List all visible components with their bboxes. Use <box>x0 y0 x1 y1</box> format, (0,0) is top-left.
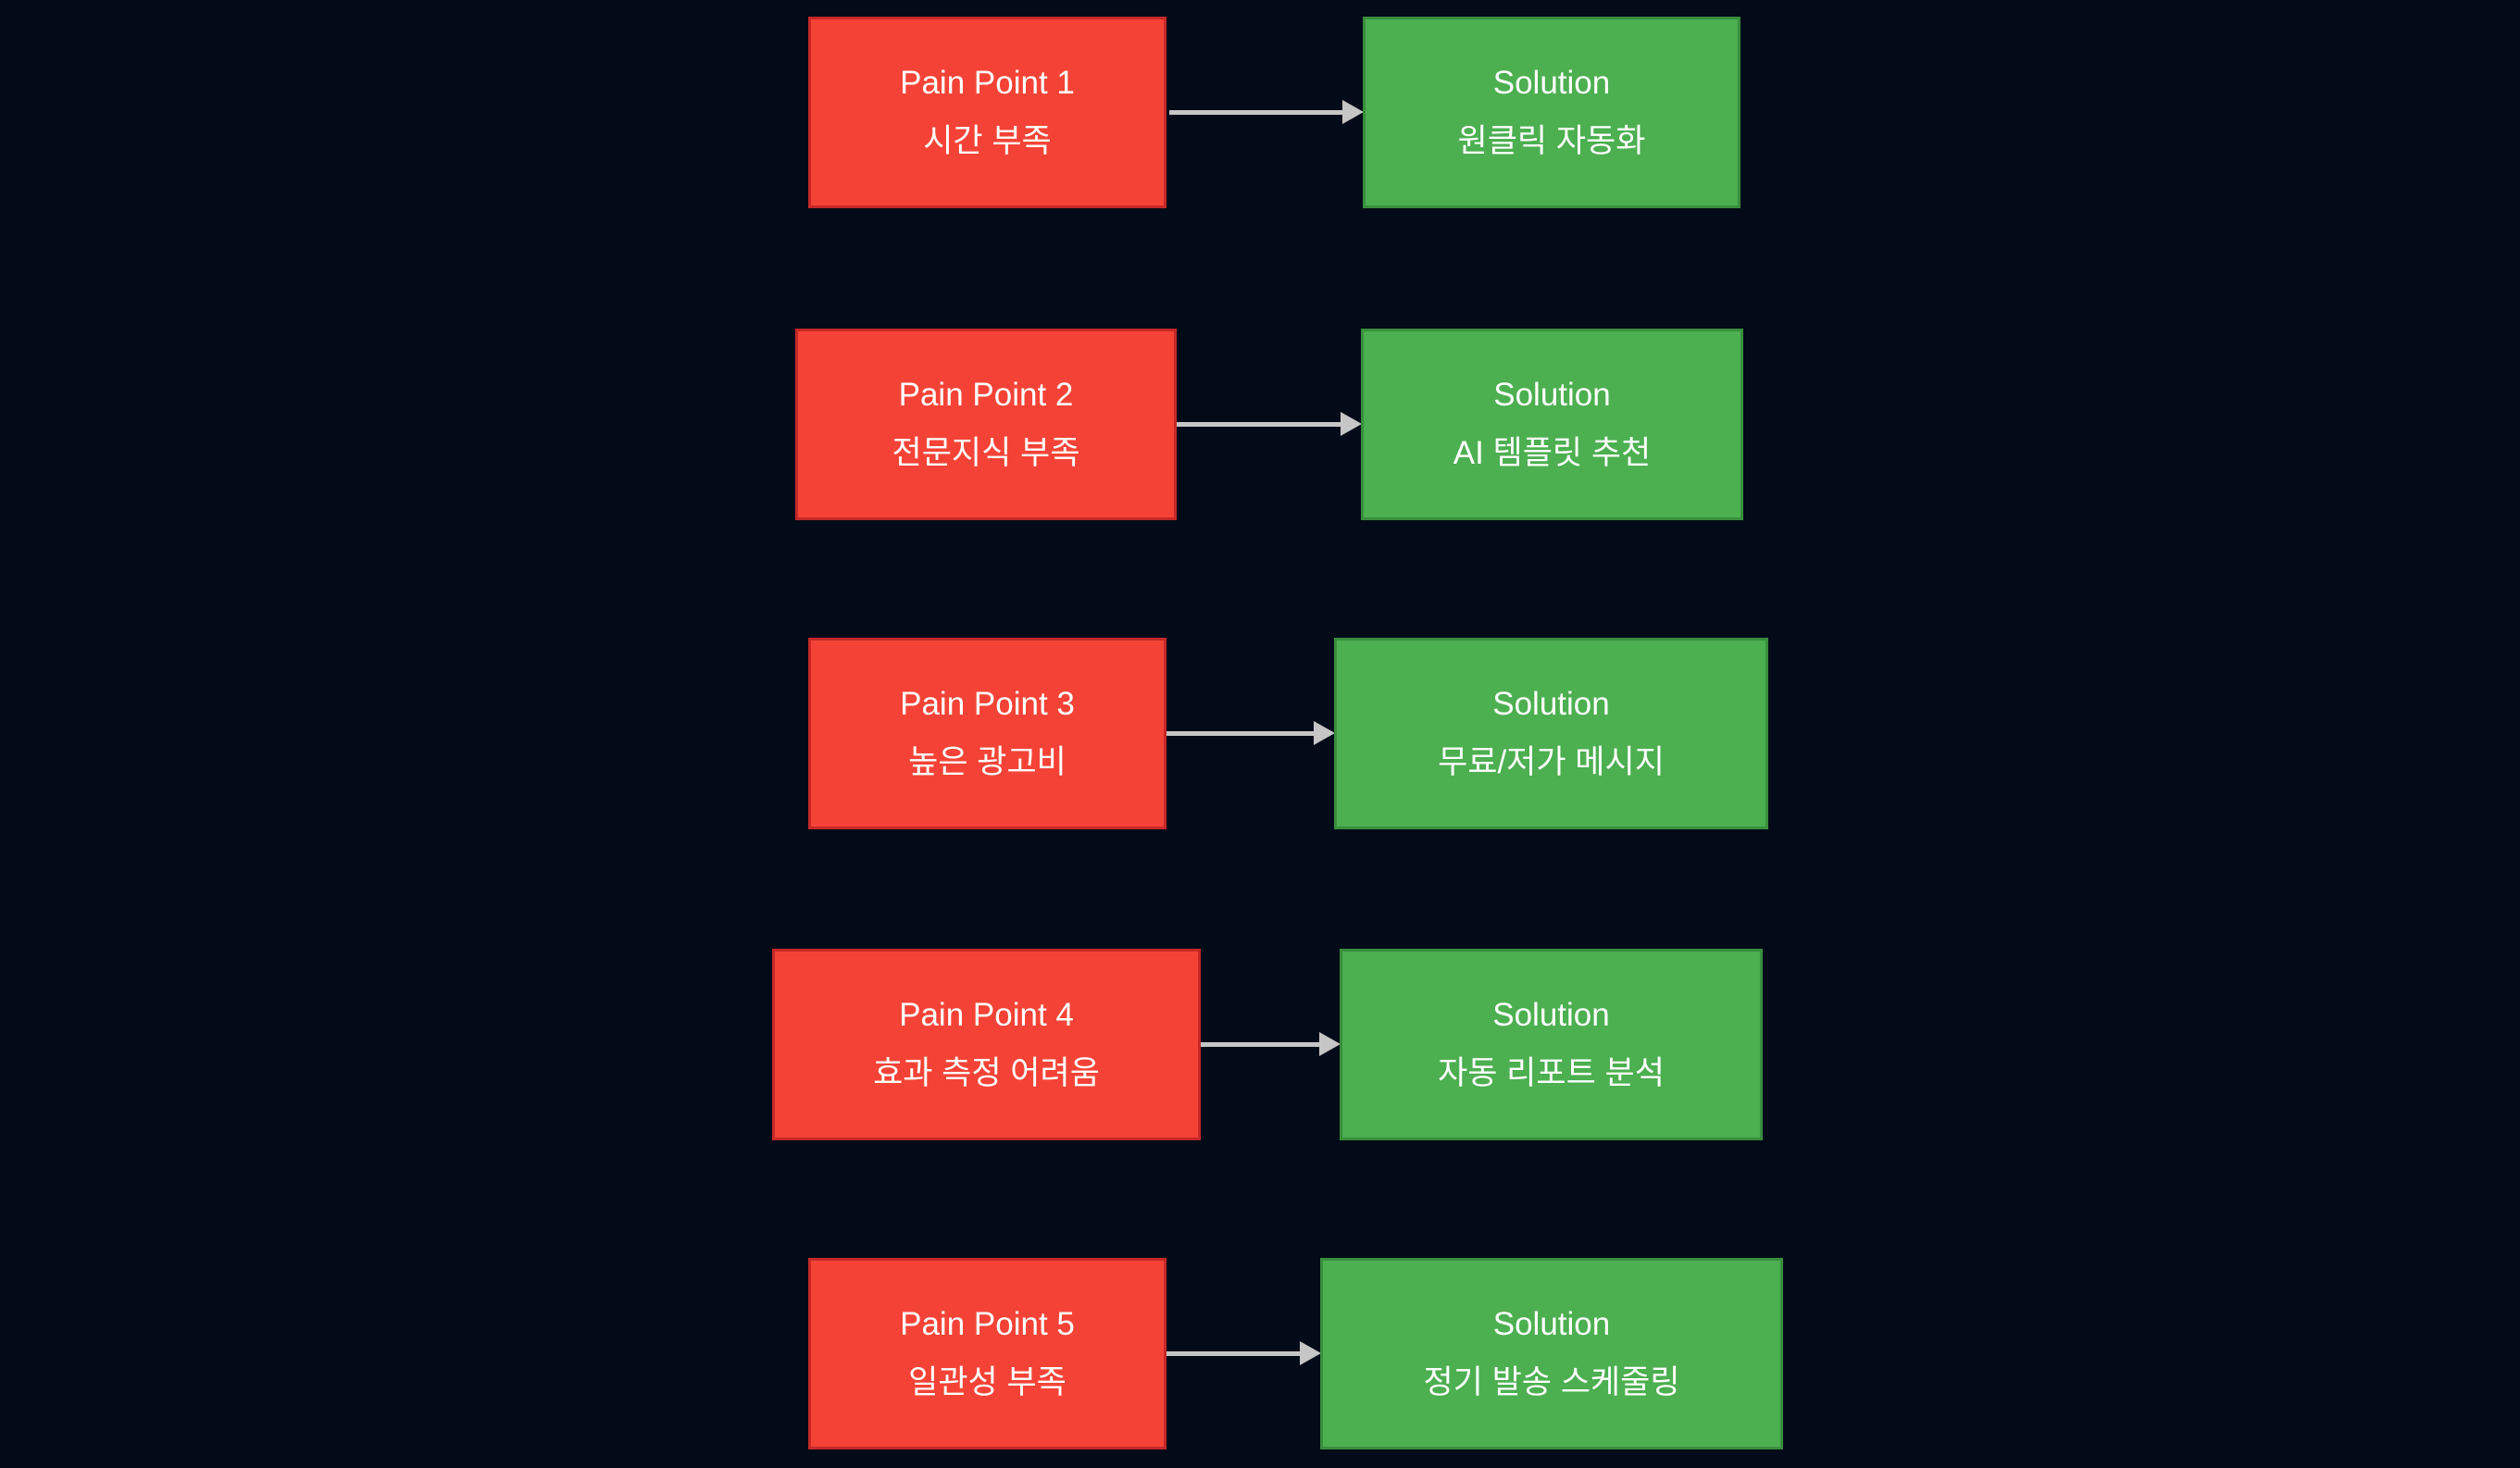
arrow-connector <box>1177 412 1362 436</box>
arrow-connector <box>1201 1032 1341 1056</box>
solution-title: Solution <box>1492 686 1610 722</box>
pain-point-title: Pain Point 4 <box>899 997 1074 1033</box>
solution-1-box: Solution 원클릭 자동화 <box>1363 17 1740 208</box>
arrow-head-icon <box>1342 100 1364 124</box>
solution-subtitle: AI 템플릿 추천 <box>1453 434 1652 471</box>
arrow-head-icon <box>1300 1341 1321 1365</box>
pain-point-5-box: Pain Point 5 일관성 부족 <box>808 1258 1166 1449</box>
pain-point-title: Pain Point 2 <box>898 377 1074 413</box>
pain-point-title: Pain Point 3 <box>900 686 1075 722</box>
pain-point-1-box: Pain Point 1 시간 부족 <box>808 17 1166 208</box>
solution-subtitle: 원클릭 자동화 <box>1457 122 1646 159</box>
pain-point-subtitle: 효과 측정 어려움 <box>873 1054 1100 1091</box>
pain-point-title: Pain Point 5 <box>900 1306 1075 1342</box>
solution-title: Solution <box>1492 997 1610 1033</box>
pain-point-2-box: Pain Point 2 전문지식 부족 <box>795 329 1177 520</box>
solution-2-box: Solution AI 템플릿 추천 <box>1361 329 1743 520</box>
solution-title: Solution <box>1492 1306 1611 1342</box>
solution-5-box: Solution 정기 발송 스케줄링 <box>1320 1258 1783 1449</box>
arrow-connector <box>1166 1341 1321 1365</box>
solution-4-box: Solution 자동 리포트 분석 <box>1340 949 1763 1140</box>
pain-point-subtitle: 시간 부족 <box>923 122 1052 159</box>
solution-title: Solution <box>1492 65 1611 101</box>
arrow-head-icon <box>1341 412 1362 436</box>
solution-3-box: Solution 무료/저가 메시지 <box>1334 638 1768 829</box>
pain-point-3-box: Pain Point 3 높은 광고비 <box>808 638 1166 829</box>
pain-point-subtitle: 일관성 부족 <box>908 1363 1067 1400</box>
arrow-head-icon <box>1314 721 1335 745</box>
solution-subtitle: 무료/저가 메시지 <box>1438 743 1665 780</box>
arrow-head-icon <box>1319 1032 1341 1056</box>
pain-point-4-box: Pain Point 4 효과 측정 어려움 <box>772 949 1201 1140</box>
arrow-connector <box>1169 100 1364 124</box>
pain-point-subtitle: 전문지식 부족 <box>892 434 1080 471</box>
pain-point-title: Pain Point 1 <box>900 65 1075 101</box>
solution-subtitle: 자동 리포트 분석 <box>1438 1054 1665 1091</box>
solution-title: Solution <box>1493 377 1611 413</box>
arrow-connector <box>1166 721 1335 745</box>
pain-point-subtitle: 높은 광고비 <box>908 743 1067 780</box>
solution-subtitle: 정기 발송 스케줄링 <box>1423 1363 1680 1400</box>
